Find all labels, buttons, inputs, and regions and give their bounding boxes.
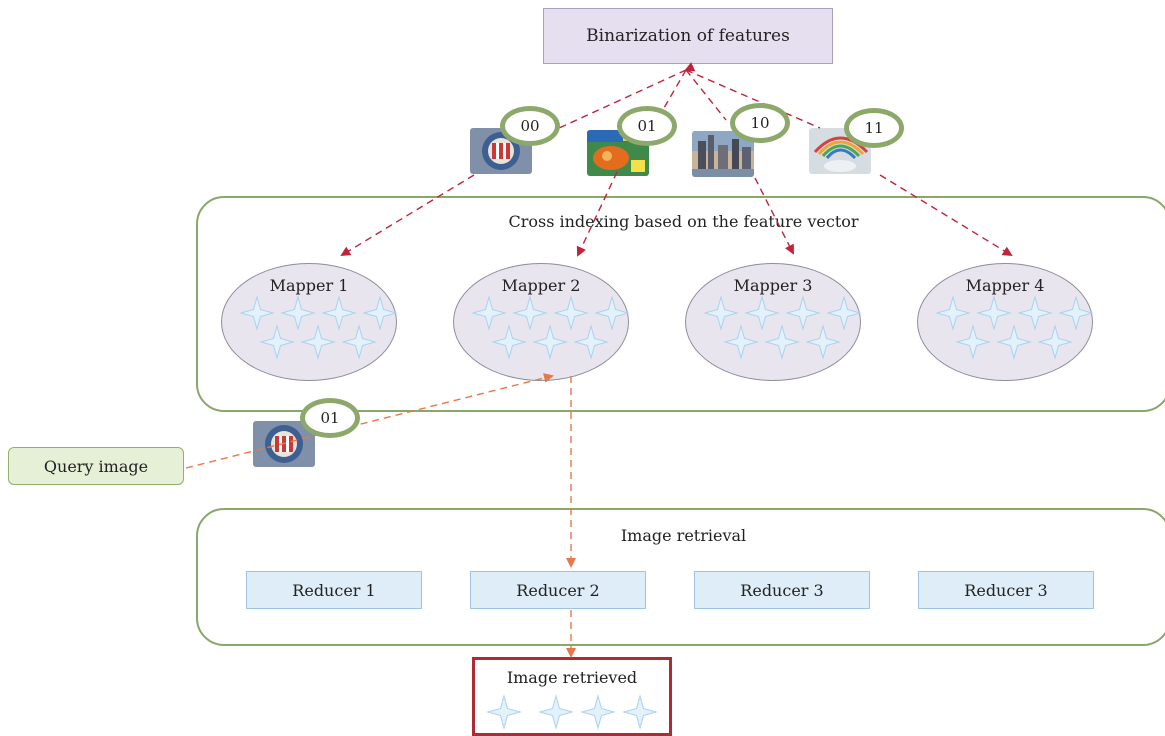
arrow-11-mapper4 bbox=[879, 174, 1013, 257]
reducer-2: Reducer 2 bbox=[470, 571, 646, 609]
star-icon bbox=[594, 295, 630, 331]
arrow-00-mapper1 bbox=[340, 174, 475, 257]
query-image-box: Query image bbox=[8, 447, 184, 485]
reducer-label: Reducer 1 bbox=[292, 580, 376, 600]
star-icon bbox=[471, 295, 507, 331]
star-icon bbox=[622, 694, 658, 730]
image-retrieved-label: Image retrieved bbox=[506, 668, 638, 687]
code-badge-11: 11 bbox=[844, 108, 904, 148]
code-label: 11 bbox=[864, 119, 884, 137]
star-icon bbox=[280, 295, 316, 331]
arrow-10-mapper3 bbox=[754, 177, 794, 255]
arrow-query-mapper2 bbox=[185, 373, 554, 469]
binarization-label: Binarization of features bbox=[586, 26, 790, 46]
arrow-binarize-11 bbox=[685, 69, 821, 129]
code-badge-00: 00 bbox=[500, 106, 560, 146]
reducer-4: Reducer 3 bbox=[918, 571, 1094, 609]
star-icon bbox=[259, 324, 295, 360]
star-icon bbox=[1017, 295, 1053, 331]
star-icon bbox=[362, 295, 398, 331]
code-label: 01 bbox=[637, 117, 657, 135]
star-icon bbox=[321, 295, 357, 331]
mapper-label: Mapper 2 bbox=[501, 276, 581, 295]
star-icon bbox=[239, 295, 275, 331]
star-icon bbox=[300, 324, 336, 360]
star-icon bbox=[491, 324, 527, 360]
arrow-01-mapper2 bbox=[576, 171, 618, 257]
image-retrieval-panel: Image retrieval bbox=[196, 508, 1165, 646]
binarization-box: Binarization of features bbox=[543, 8, 833, 64]
reducer-label: Reducer 2 bbox=[516, 580, 600, 600]
star-icon bbox=[532, 324, 568, 360]
star-icon bbox=[512, 295, 548, 331]
query-image-label: Query image bbox=[43, 456, 149, 476]
star-icon bbox=[538, 694, 574, 730]
mapper-label: Mapper 1 bbox=[269, 276, 349, 295]
reducer-3: Reducer 3 bbox=[694, 571, 870, 609]
star-icon bbox=[976, 295, 1012, 331]
star-icon bbox=[723, 324, 759, 360]
code-label: 01 bbox=[320, 409, 340, 427]
query-code-badge: 01 bbox=[300, 398, 360, 438]
mapper-3: Mapper 3 bbox=[685, 263, 861, 381]
star-icon bbox=[826, 295, 862, 331]
star-icon bbox=[486, 694, 522, 730]
star-icon bbox=[744, 295, 780, 331]
star-icon bbox=[1037, 324, 1073, 360]
arrow-binarize-10 bbox=[685, 69, 727, 121]
star-icon bbox=[1058, 295, 1094, 331]
mapper-1: Mapper 1 bbox=[221, 263, 397, 381]
star-icon bbox=[553, 295, 589, 331]
star-icon bbox=[703, 295, 739, 331]
code-badge-01: 01 bbox=[617, 106, 677, 146]
reducer-label: Reducer 3 bbox=[740, 580, 824, 600]
arrow-binarize-00 bbox=[545, 62, 696, 135]
star-icon bbox=[996, 324, 1032, 360]
mapper-label: Mapper 3 bbox=[733, 276, 813, 295]
image-retrieval-title: Image retrieval bbox=[620, 526, 747, 545]
mapper-4: Mapper 4 bbox=[917, 263, 1093, 381]
reducer-1: Reducer 1 bbox=[246, 571, 422, 609]
star-icon bbox=[805, 324, 841, 360]
star-icon bbox=[935, 295, 971, 331]
code-badge-10: 10 bbox=[730, 103, 790, 143]
code-label: 10 bbox=[750, 114, 770, 132]
star-icon bbox=[785, 295, 821, 331]
star-icon bbox=[573, 324, 609, 360]
star-icon bbox=[764, 324, 800, 360]
star-icon bbox=[341, 324, 377, 360]
code-label: 00 bbox=[520, 117, 540, 135]
mapper-label: Mapper 4 bbox=[965, 276, 1045, 295]
reducer-label: Reducer 3 bbox=[964, 580, 1048, 600]
star-icon bbox=[580, 694, 616, 730]
image-retrieved-box: Image retrieved bbox=[472, 657, 672, 736]
mapper-2: Mapper 2 bbox=[453, 263, 629, 381]
star-icon bbox=[955, 324, 991, 360]
